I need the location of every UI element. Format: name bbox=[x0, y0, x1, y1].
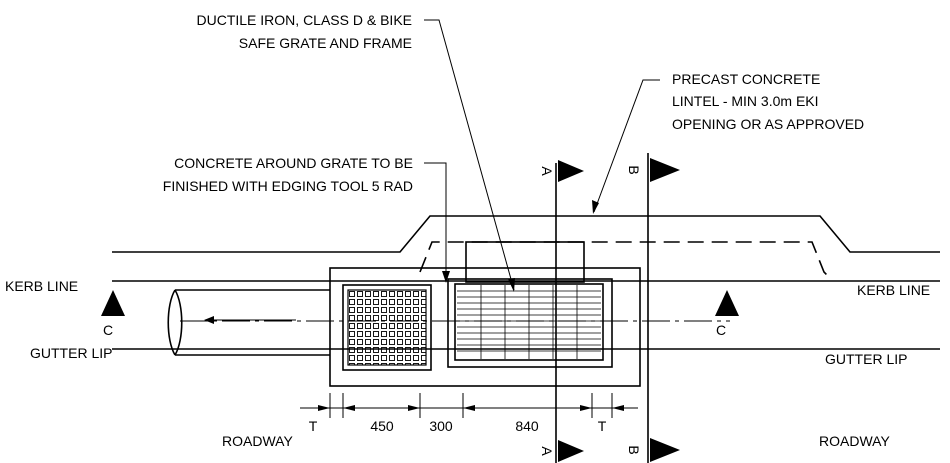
pipe-break-left bbox=[167, 289, 176, 356]
section-a: A A bbox=[539, 160, 584, 463]
roadway-label-left: ROADWAY bbox=[222, 433, 293, 449]
note-grate-arrowhead bbox=[508, 278, 515, 292]
section-b-label-bottom: B bbox=[626, 445, 642, 454]
section-a-flag-top bbox=[558, 160, 584, 182]
section-c: C C bbox=[101, 290, 739, 338]
note-edging-line-2: FINISHED WITH EDGING TOOL 5 RAD bbox=[163, 178, 413, 194]
section-b: B B bbox=[626, 153, 680, 463]
dim-label-300: 300 bbox=[429, 418, 453, 434]
pit-outer-wall bbox=[329, 267, 641, 387]
grate-frame bbox=[342, 284, 432, 371]
road-lines bbox=[112, 215, 940, 350]
kerb-line-label-left: KERB LINE bbox=[5, 278, 78, 294]
dim-arrow-4 bbox=[463, 405, 475, 411]
side-entry-grate-bars bbox=[457, 285, 601, 359]
section-b-flag-bottom bbox=[650, 438, 680, 462]
note-lintel-line-2: LINTEL - MIN 3.0m EKI bbox=[672, 93, 819, 109]
section-c-label-left: C bbox=[103, 322, 113, 338]
section-a-label-bottom: A bbox=[539, 446, 555, 456]
section-c-label-right: C bbox=[716, 322, 726, 338]
back-of-path-line bbox=[112, 215, 940, 253]
pipe-break-right bbox=[174, 289, 183, 356]
dim-label-840: 840 bbox=[515, 418, 539, 434]
kerb-line-label-right: KERB LINE bbox=[857, 282, 930, 298]
dim-arrow-5 bbox=[580, 405, 592, 411]
section-a-label-top: A bbox=[539, 166, 555, 176]
note-lintel-leader bbox=[593, 79, 660, 213]
side-entry-grate bbox=[454, 283, 604, 361]
note-edging: CONCRETE AROUND GRATE TO BE FINISHED WIT… bbox=[163, 155, 450, 283]
lintel-box bbox=[465, 241, 585, 283]
lintel-outline bbox=[419, 241, 831, 279]
note-grate-line-1: DUCTILE IRON, CLASS D & BIKE bbox=[197, 12, 413, 28]
dim-label-t2: T bbox=[598, 418, 607, 434]
note-lintel-line-3: OPENING OR AS APPROVED bbox=[672, 116, 864, 132]
bike-safe-grate bbox=[347, 289, 427, 366]
side-entry-frame bbox=[447, 278, 613, 368]
note-grate-leader bbox=[424, 19, 515, 291]
gutter-lip-label-left: GUTTER LIP bbox=[30, 345, 112, 361]
dim-arrow-1 bbox=[318, 405, 330, 411]
note-lintel-arrowhead bbox=[592, 200, 599, 214]
dim-arrow-3 bbox=[408, 405, 420, 411]
note-lintel: PRECAST CONCRETE LINTEL - MIN 3.0m EKI O… bbox=[592, 71, 864, 214]
dim-arrow-2 bbox=[343, 405, 355, 411]
section-b-flag-top bbox=[650, 158, 680, 182]
section-c-flag-right bbox=[715, 290, 739, 316]
note-edging-arrowhead bbox=[442, 271, 450, 283]
gutter-lip-label-right: GUTTER LIP bbox=[825, 351, 907, 367]
note-edging-leader bbox=[424, 162, 447, 280]
outlet-pipe bbox=[167, 289, 330, 356]
dim-label-450: 450 bbox=[370, 418, 394, 434]
note-edging-line-1: CONCRETE AROUND GRATE TO BE bbox=[174, 155, 413, 171]
note-lintel-line-1: PRECAST CONCRETE bbox=[672, 71, 820, 87]
roadway-label-right: ROADWAY bbox=[819, 433, 890, 449]
dimension-line: T 450 300 840 T bbox=[300, 393, 638, 434]
section-b-label-top: B bbox=[626, 165, 642, 174]
note-grate-line-2: SAFE GRATE AND FRAME bbox=[239, 35, 412, 51]
dim-arrow-6 bbox=[612, 405, 624, 411]
section-c-flag-left bbox=[101, 290, 125, 316]
section-a-flag-bottom bbox=[558, 440, 584, 462]
dim-label-t1: T bbox=[309, 418, 318, 434]
note-grate: DUCTILE IRON, CLASS D & BIKE SAFE GRATE … bbox=[197, 12, 515, 292]
pit-structure bbox=[329, 241, 831, 387]
